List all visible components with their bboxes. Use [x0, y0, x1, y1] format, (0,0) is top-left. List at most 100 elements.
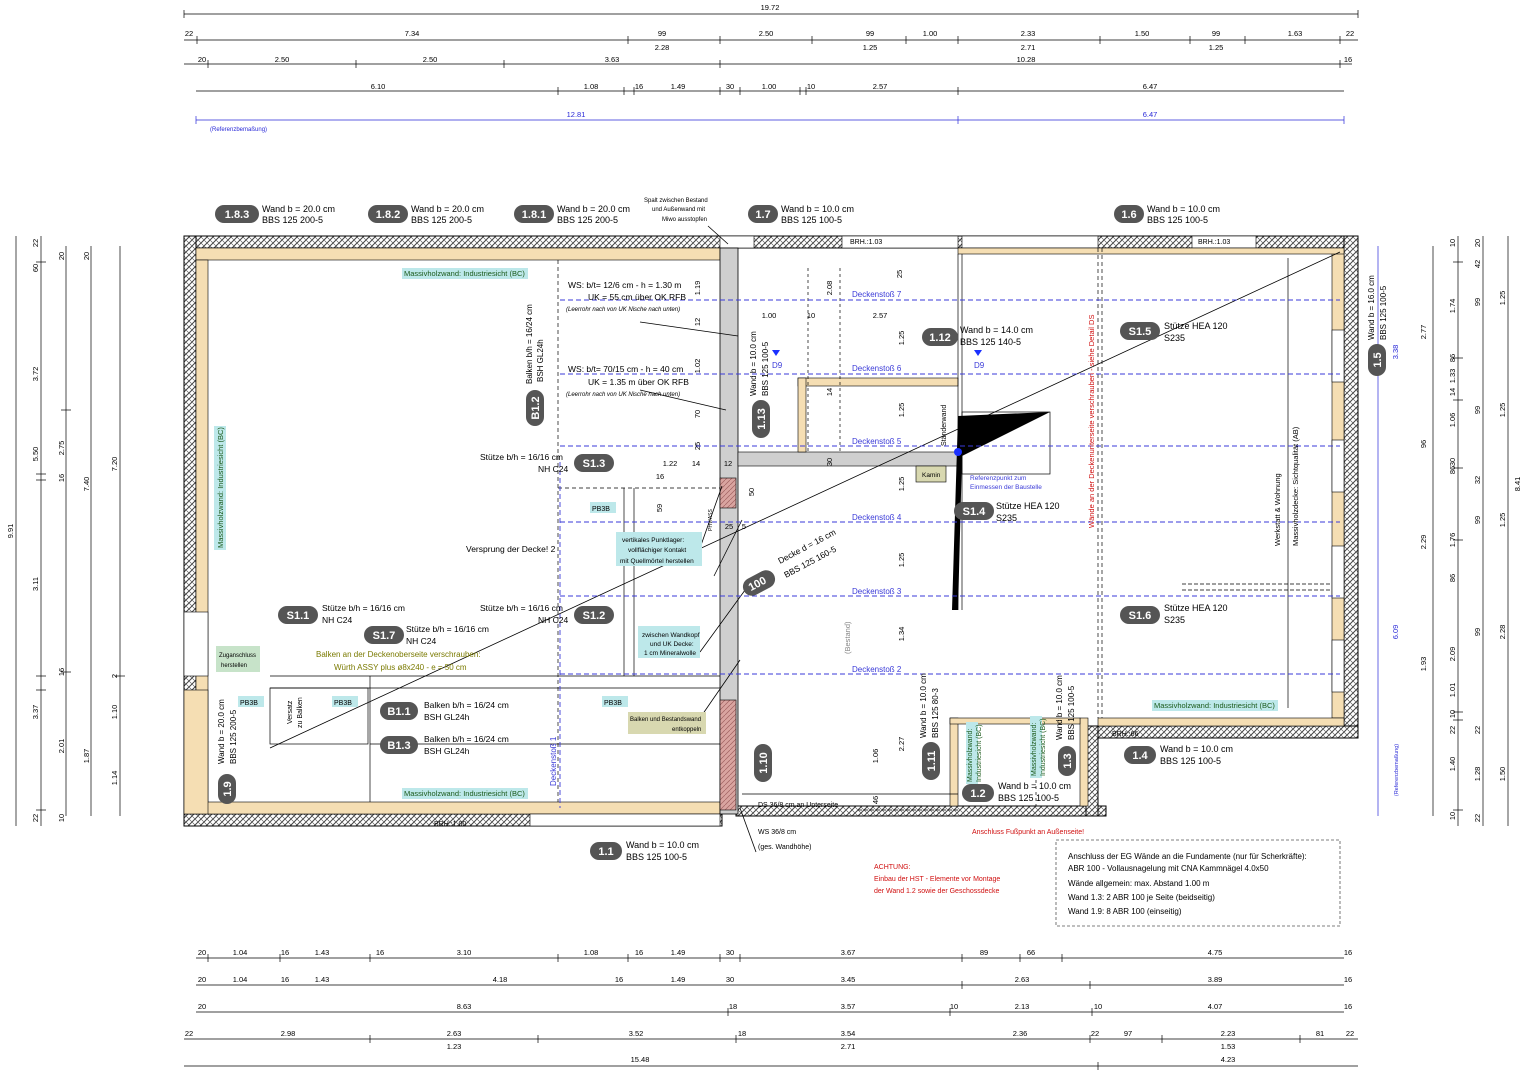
svg-text:2.28: 2.28	[655, 43, 670, 52]
svg-text:NH C24: NH C24	[538, 615, 569, 625]
svg-text:1.49: 1.49	[671, 948, 686, 957]
svg-text:Deckenstoß 5: Deckenstoß 5	[852, 437, 902, 446]
svg-text:1.22: 1.22	[663, 459, 678, 468]
svg-text:1.11: 1.11	[926, 751, 938, 772]
east-wall	[1343, 235, 1359, 739]
svg-text:16: 16	[376, 948, 384, 957]
svg-text:2.28: 2.28	[1498, 625, 1507, 640]
svg-text:BBS 125 200-5: BBS 125 200-5	[262, 215, 323, 225]
svg-text:16: 16	[656, 472, 664, 481]
ref-right-dim: 6.47	[1143, 110, 1158, 119]
svg-text:Massivholzwand: Industriesicht: Massivholzwand: Industriesicht (BC)	[216, 427, 225, 548]
svg-text:S1.7: S1.7	[373, 630, 396, 642]
badge-1-5	[1368, 344, 1386, 376]
svg-text:Wand b = 10.0 cm: Wand b = 10.0 cm	[781, 204, 854, 214]
svg-text:S1.4: S1.4	[963, 506, 987, 518]
svg-text:10: 10	[1448, 812, 1457, 820]
svg-text:1.49: 1.49	[671, 82, 686, 91]
svg-text:BBS 125 200-5: BBS 125 200-5	[557, 215, 618, 225]
svg-text:2.57: 2.57	[873, 82, 888, 91]
badge-1-7	[748, 205, 778, 223]
svg-text:30: 30	[825, 458, 834, 466]
badge-1-10	[754, 744, 772, 782]
svg-text:2.36: 2.36	[1013, 1029, 1028, 1038]
svg-text:3.11: 3.11	[31, 577, 40, 591]
svg-text:1.12: 1.12	[929, 332, 950, 344]
svg-text:Anschluss der EG Wände an die: Anschluss der EG Wände an die Fundamente…	[1068, 852, 1307, 861]
svg-text:1.25: 1.25	[897, 403, 906, 418]
svg-text:66: 66	[1027, 948, 1035, 957]
svg-text:(Leerrohr nach von UK Nische n: (Leerrohr nach von UK Nische nach unten)	[566, 392, 680, 398]
svg-text:1.02: 1.02	[693, 359, 702, 374]
svg-text:1.28: 1.28	[1473, 767, 1482, 782]
svg-text:89: 89	[980, 948, 988, 957]
svg-text:12: 12	[724, 459, 732, 468]
svg-text:1.00: 1.00	[923, 29, 938, 38]
badge-1-1	[590, 842, 622, 860]
svg-text:Wand b = 10.0 cm: Wand b = 10.0 cm	[919, 673, 928, 738]
svg-text:Balken an der Deckenoberseite: Balken an der Deckenoberseite verschraub…	[316, 650, 481, 659]
svg-text:7.40: 7.40	[82, 477, 91, 492]
svg-text:PB3B: PB3B	[334, 700, 352, 707]
svg-text:2.71: 2.71	[1021, 43, 1036, 52]
svg-text:BBS 125 100-5: BBS 125 100-5	[998, 793, 1059, 803]
svg-text:22: 22	[31, 239, 40, 247]
right-dimensions	[1377, 236, 1509, 826]
svg-text:7.34: 7.34	[405, 29, 420, 38]
badge-b1-1	[380, 702, 418, 720]
svg-text:Zuganschluss: Zuganschluss	[219, 653, 256, 659]
svg-text:Wand b = 14.0 cm: Wand b = 14.0 cm	[960, 325, 1033, 335]
svg-text:Stütze b/h = 16/16 cm: Stütze b/h = 16/16 cm	[322, 603, 405, 613]
svg-text:22: 22	[185, 29, 193, 38]
svg-text:(Bestand): (Bestand)	[843, 621, 852, 654]
svg-text:30: 30	[1448, 458, 1457, 466]
svg-text:1.25: 1.25	[1498, 291, 1507, 306]
svg-text:Stütze HEA 120: Stütze HEA 120	[1164, 321, 1228, 331]
svg-text:86: 86	[1448, 466, 1457, 474]
svg-text:1.04: 1.04	[233, 948, 248, 957]
svg-text:Wand b = 20.0 cm: Wand b = 20.0 cm	[217, 699, 226, 764]
svg-text:2.50: 2.50	[423, 55, 438, 64]
svg-text:WS: b/t= 12/6 cm - h = 1.30 m: WS: b/t= 12/6 cm - h = 1.30 m	[568, 280, 681, 290]
right-dim-texts: 10 1.74 86 1.33 14 1.06 30 86 1.76 86 2.…	[1391, 239, 1522, 822]
labels: Wand b = 20.0 cm BBS 125 200-5 Wand b = …	[216, 198, 1388, 916]
svg-text:S1.1: S1.1	[287, 610, 310, 622]
svg-text:1.63: 1.63	[1288, 29, 1303, 38]
svg-text:herstellen: herstellen	[221, 663, 247, 669]
bottom-dimensions	[184, 954, 1358, 1070]
svg-text:7.20: 7.20	[110, 457, 119, 472]
svg-text:BBS 125 200-5: BBS 125 200-5	[411, 215, 472, 225]
svg-text:Deckenstoß 4: Deckenstoß 4	[852, 513, 902, 522]
svg-text:B1.3: B1.3	[387, 740, 410, 752]
svg-text:1.1: 1.1	[598, 846, 613, 858]
svg-text:1.49: 1.49	[671, 975, 686, 984]
svg-text:1.7: 1.7	[755, 209, 770, 221]
svg-text:16: 16	[635, 948, 643, 957]
svg-text:PB3B: PB3B	[592, 506, 610, 513]
svg-text:3.37: 3.37	[31, 705, 40, 720]
badge-s1-6	[1120, 606, 1160, 624]
svg-text:Stütze b/h = 16/16 cm: Stütze b/h = 16/16 cm	[480, 603, 563, 613]
svg-text:BBS 125 100-5: BBS 125 100-5	[1379, 285, 1388, 340]
svg-text:16: 16	[635, 82, 643, 91]
left-dim-texts: 9.91 22 60 3.72 16 3.11 16 3.37 10 22 20…	[6, 239, 119, 822]
badge-1-2	[962, 784, 994, 802]
svg-text:Wand b = 10.0 cm: Wand b = 10.0 cm	[749, 331, 758, 396]
svg-text:99: 99	[658, 29, 666, 38]
badge-s1-1	[278, 606, 318, 624]
svg-text:3.45: 3.45	[841, 975, 856, 984]
svg-text:1.19: 1.19	[693, 281, 702, 296]
svg-text:1.04: 1.04	[233, 975, 248, 984]
svg-text:1.10: 1.10	[758, 752, 770, 773]
svg-text:10: 10	[807, 82, 815, 91]
badge-s1-4	[954, 502, 994, 520]
svg-text:22: 22	[31, 814, 40, 822]
svg-text:zwischen Wandkopf: zwischen Wandkopf	[642, 632, 700, 639]
svg-text:D9: D9	[772, 361, 783, 370]
svg-text:1.2: 1.2	[970, 788, 985, 800]
svg-text:96: 96	[1419, 440, 1428, 448]
fundament-note-box	[1055, 839, 1341, 927]
svg-text:2.50: 2.50	[759, 29, 774, 38]
svg-text:Wand b = 10.0 cm: Wand b = 10.0 cm	[626, 840, 699, 850]
top-ticks	[196, 36, 1341, 95]
